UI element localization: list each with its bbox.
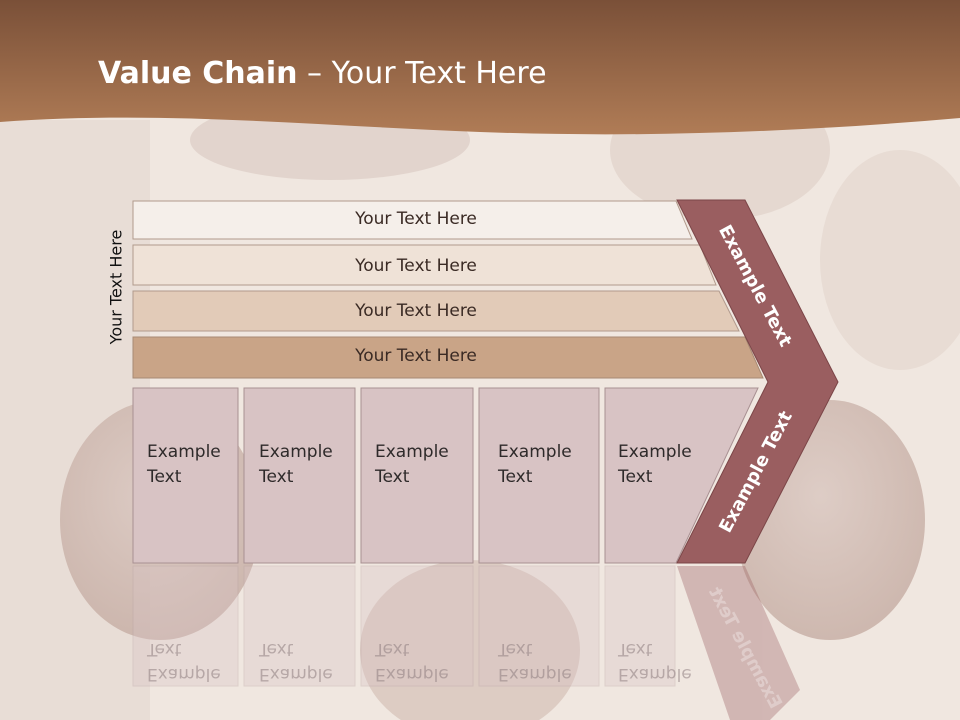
title-rest: – Your Text Here — [297, 56, 547, 91]
band-2-label: Your Text Here — [355, 256, 477, 276]
reflection-group — [132, 565, 800, 720]
column-5-shape — [604, 387, 759, 564]
column-2-reflection: Example Text — [259, 639, 333, 684]
column-3-label: Example Text — [375, 442, 449, 487]
band-4-label: Your Text Here — [355, 346, 477, 366]
band-3-shape — [132, 290, 740, 332]
column-5-label: Example Text — [618, 442, 692, 487]
band-3-label: Your Text Here — [355, 301, 477, 321]
title-bold: Value Chain — [98, 56, 298, 91]
slide-title: Value Chain – Your Text Here — [98, 54, 547, 94]
band-4-shape — [132, 336, 764, 379]
chevron-shape — [676, 199, 839, 564]
column-3-reflection: Example Text — [375, 639, 449, 684]
column-2-shape — [243, 387, 356, 564]
column-3-shape — [360, 387, 474, 564]
column-5-reflection: Example Text — [618, 639, 692, 684]
column-4-shape — [478, 387, 600, 564]
column-4-reflection: Example Text — [498, 639, 572, 684]
band-2-shape — [132, 244, 717, 286]
band-1-shape — [132, 200, 693, 240]
band-1-label: Your Text Here — [355, 209, 477, 229]
column-1-label: Example Text — [147, 442, 221, 487]
column-4-label: Example Text — [498, 442, 572, 487]
column-1-shape — [132, 387, 239, 564]
column-2-label: Example Text — [259, 442, 333, 487]
column-1-reflection: Example Text — [147, 639, 221, 684]
